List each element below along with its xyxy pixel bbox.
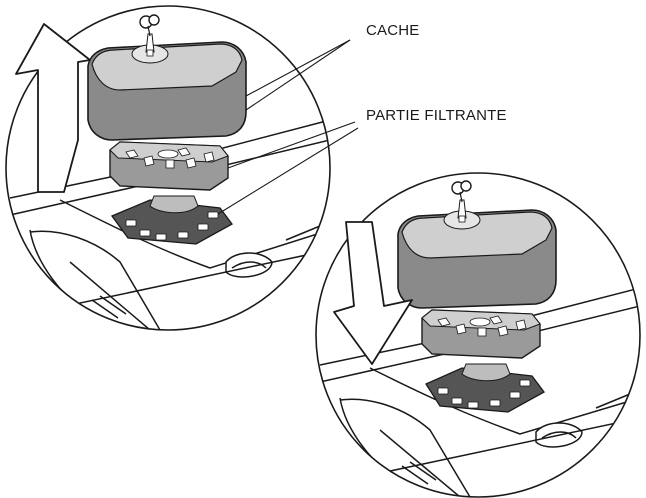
arrow-up-icon: [15, 23, 91, 193]
filter-cover-right: [397, 180, 557, 309]
cache-leader-line-2: [245, 39, 351, 111]
removal-view: [5, 5, 331, 331]
leader-lines: [217, 39, 359, 215]
filtre-leader-line-2: [217, 127, 359, 215]
installation-view: [315, 172, 641, 498]
partie-filtrante-label: PARTIE FILTRANTE: [366, 107, 507, 124]
arrow-down-icon: [333, 221, 413, 365]
filter-base-left: [110, 195, 233, 245]
filter-cover-left: [87, 14, 247, 141]
filtre-leader-line: [227, 121, 356, 169]
filter-element-right: [421, 309, 541, 359]
filter-base-right: [425, 363, 545, 413]
cache-leader-line: [245, 39, 351, 97]
cache-label: CACHE: [366, 22, 420, 39]
filter-element-left: [109, 141, 229, 191]
